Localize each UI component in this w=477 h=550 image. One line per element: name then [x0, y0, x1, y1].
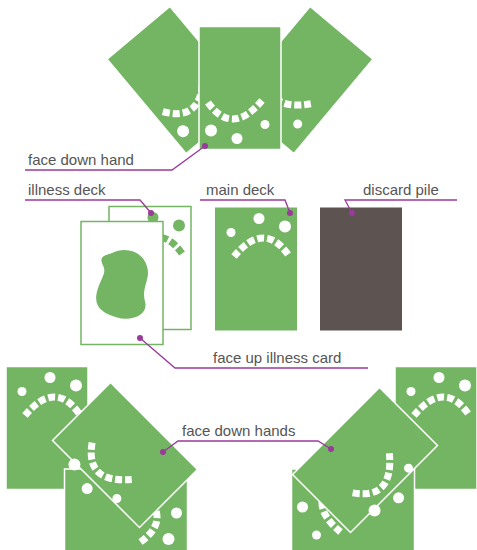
leader-dot [160, 449, 166, 455]
leader-line [25, 200, 151, 213]
leader-dot [328, 446, 334, 452]
callout-label: discard pile [363, 181, 439, 199]
callout-label: illness deck [28, 181, 106, 199]
callout-label: face up illness card [213, 349, 341, 367]
main-deck-card [215, 208, 297, 331]
leader-line [25, 146, 205, 170]
leader-line [345, 200, 457, 213]
leader-dot [349, 210, 355, 216]
leader-dot [287, 210, 293, 216]
card-back [293, 388, 449, 544]
illness-card-face [81, 222, 163, 345]
card-back [199, 27, 281, 150]
leader-line [163, 441, 331, 452]
leader-lines [25, 146, 457, 452]
callout-label: face down hands [182, 422, 295, 440]
callout-label: main deck [206, 181, 274, 199]
leader-line [140, 338, 368, 368]
card-back [42, 383, 198, 539]
leader-line [200, 200, 290, 213]
leader-dots [137, 143, 355, 455]
callout-label: face down hand [28, 151, 134, 169]
leader-dot [137, 335, 143, 341]
leader-dot [202, 143, 208, 149]
discard-pile-card [320, 208, 402, 331]
leader-dot [148, 210, 154, 216]
